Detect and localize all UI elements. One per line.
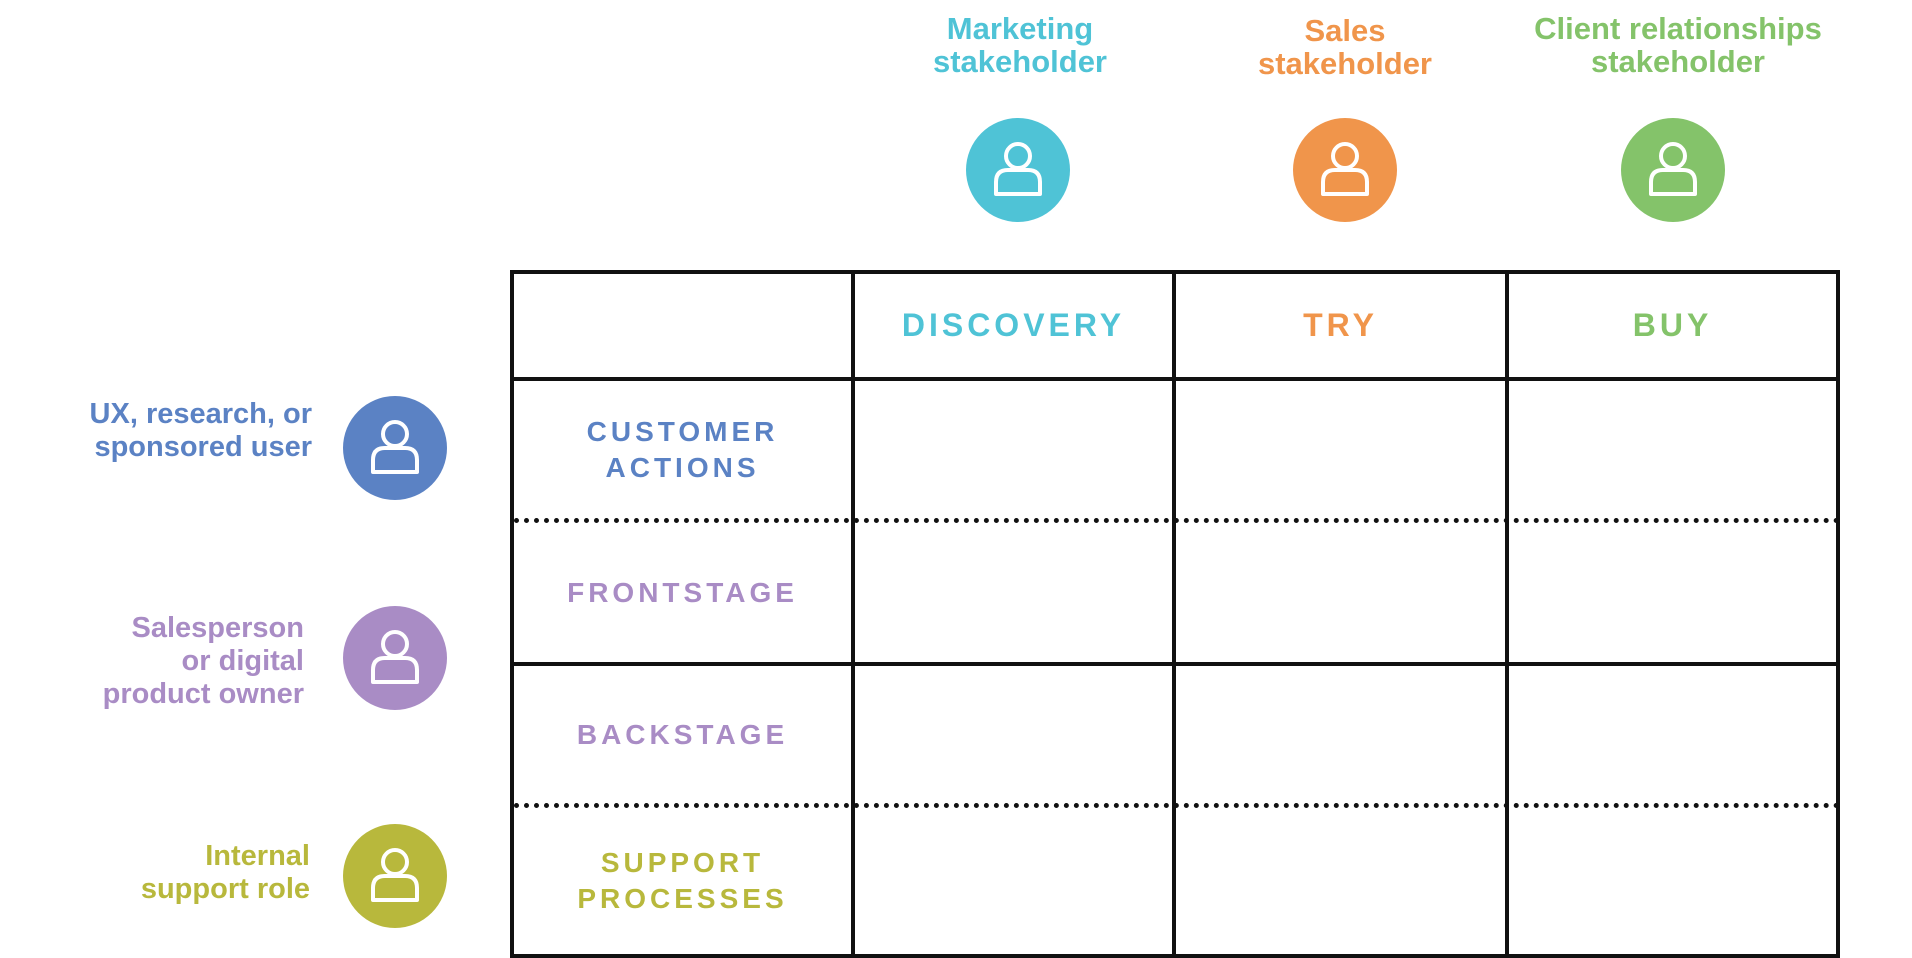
row-header-customer-actions: CUSTOMER ACTIONS <box>586 415 779 483</box>
column-header-discovery: DISCOVERY <box>901 307 1126 343</box>
row-header-frontstage: FRONTSTAGE <box>567 576 798 608</box>
row-header-support-processes: SUPPORT PROCESSES <box>577 847 788 914</box>
avatar-marketing <box>966 118 1070 222</box>
column-header-try: TRY <box>1303 307 1378 343</box>
avatar-internal-support <box>343 824 447 928</box>
stakeholder-label-sales: Sales stakeholder <box>1257 13 1432 81</box>
role-label-salesperson: Salesperson or digital product owner <box>102 612 304 710</box>
role-label-ux-research: UX, research, or sponsored user <box>89 398 312 463</box>
stakeholder-label-client-relationships: Client relationships stakeholder <box>1534 11 1822 79</box>
grid-line-right <box>1836 270 1840 958</box>
avatar-salesperson <box>343 606 447 710</box>
person-icon <box>1321 142 1369 196</box>
avatar-sales <box>1293 118 1397 222</box>
role-label-internal-support: Internal support role <box>140 840 310 905</box>
grid-line-bottom <box>510 954 1840 958</box>
person-icon <box>1649 142 1697 196</box>
avatar-client-relationships <box>1621 118 1725 222</box>
person-icon <box>371 630 419 684</box>
stakeholder-label-marketing: Marketing stakeholder <box>932 11 1107 79</box>
row-header-backstage: BACKSTAGE <box>576 718 789 750</box>
person-icon <box>994 142 1042 196</box>
person-icon <box>371 420 419 474</box>
avatar-ux-research <box>343 396 447 500</box>
person-icon <box>371 848 419 902</box>
column-header-buy: BUY <box>1632 307 1713 343</box>
